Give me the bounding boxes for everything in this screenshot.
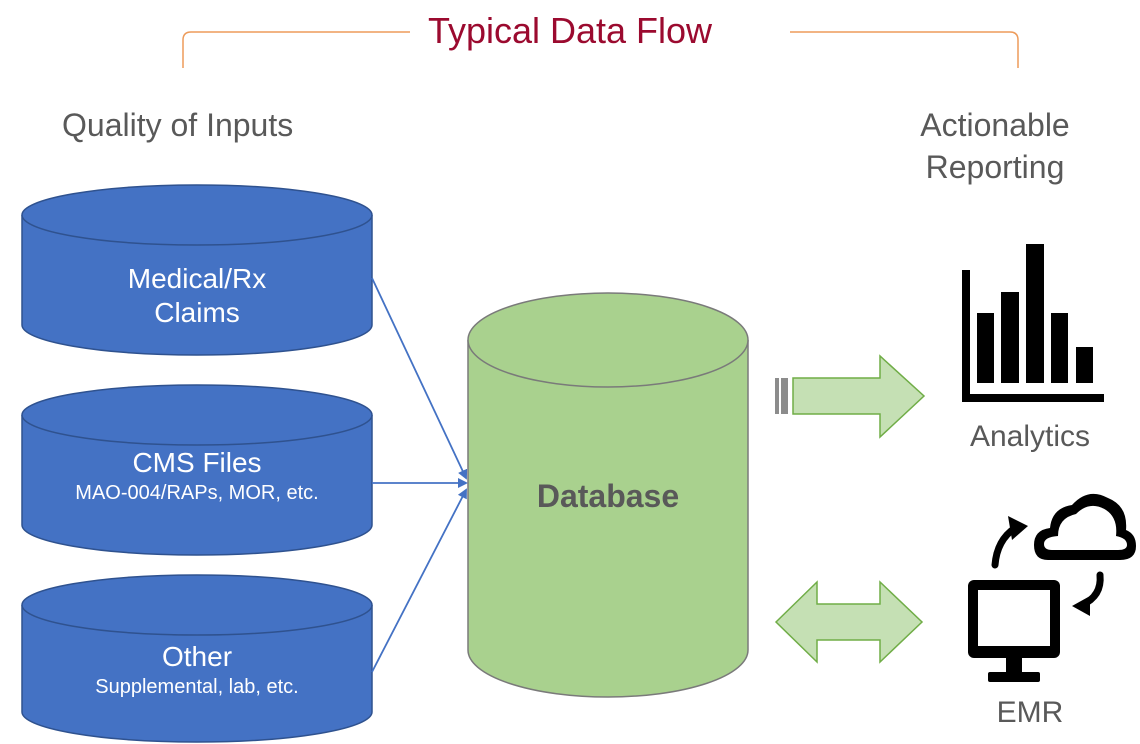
input-cylinder-medical-rx: [21, 184, 373, 356]
connector-other-to-database: [371, 488, 467, 673]
input-main-line1: Other: [161, 641, 233, 672]
bar-chart-icon: [962, 244, 1104, 402]
database-cylinder: [467, 292, 749, 698]
double-arrow-to-emr: [774, 580, 924, 664]
input-cylinder-other: [21, 574, 373, 743]
left-heading: Quality of Inputs: [62, 107, 294, 143]
analytics-label: Analytics: [969, 420, 1091, 453]
input-main-line1: Medical/Rx: [127, 263, 267, 294]
connector-medical-to-database: [371, 277, 468, 480]
monitor-icon: [968, 580, 1060, 682]
emr-label: EMR: [996, 696, 1064, 729]
input-label-medical-rx: Medical/Rx Claims: [22, 262, 372, 330]
input-main-line2: Claims: [154, 297, 240, 328]
input-main-line1: CMS Files: [132, 447, 262, 478]
computer-cloud-sync-icon: [968, 493, 1136, 682]
right-heading: Actionable Reporting: [880, 104, 1110, 188]
cloud-icon: [1034, 493, 1136, 560]
input-label-other: Other Supplemental, lab, etc.: [22, 640, 372, 700]
right-heading-line1: Actionable: [920, 107, 1070, 143]
input-cylinder-cms-files: [21, 384, 373, 556]
right-heading-line2: Reporting: [925, 149, 1065, 185]
input-sub: Supplemental, lab, etc.: [95, 676, 299, 698]
input-label-cms-files: CMS Files MAO-004/RAPs, MOR, etc.: [22, 446, 372, 506]
database-label: Database: [536, 478, 680, 514]
right-arrow-to-analytics: [775, 354, 926, 439]
title-bracket: [182, 31, 1019, 68]
input-sub: MAO-004/RAPs, MOR, etc.: [75, 482, 319, 504]
diagram-title: Typical Data Flow: [427, 10, 713, 51]
